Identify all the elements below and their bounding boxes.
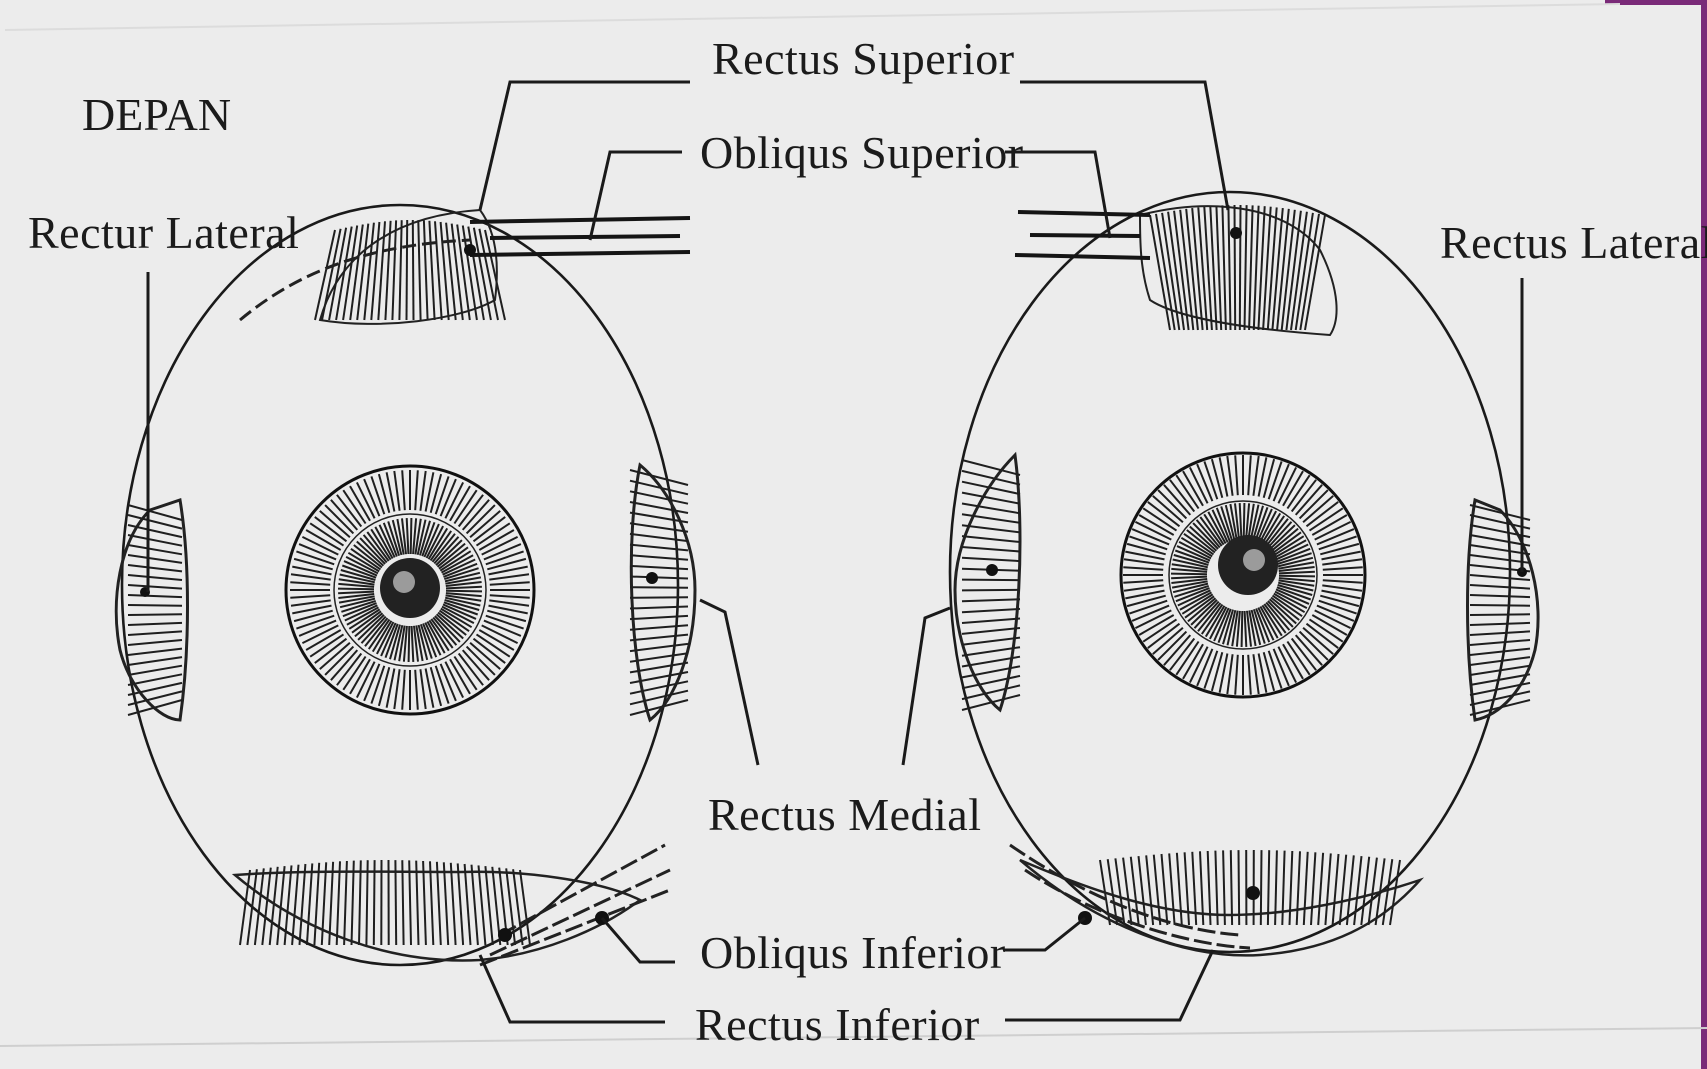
right-superior-dot <box>1230 227 1242 239</box>
left-medial-dot <box>646 572 658 584</box>
fiber-line <box>366 860 367 945</box>
left-pupil-speck <box>393 571 415 593</box>
fiber-line <box>962 580 1020 581</box>
left-inferior-dot <box>498 928 512 942</box>
label-rectus-medial: Rectus Medial <box>708 789 982 840</box>
label-rectus-superior: Rectus Superior <box>712 33 1015 84</box>
fiber-line <box>128 614 182 615</box>
label-rectur-lateral: Rectur Lateral <box>28 207 299 258</box>
fiber-line <box>1470 605 1530 606</box>
fiber-line <box>1470 614 1530 615</box>
fiber-line <box>409 626 410 662</box>
fiber-line <box>1261 850 1262 925</box>
fiber-line <box>1171 574 1207 575</box>
fiber-line <box>411 518 412 554</box>
purple-top-corner <box>1605 0 1707 5</box>
fiber-line <box>1268 850 1269 925</box>
right-pupil-speck <box>1243 549 1265 571</box>
label-obliqus-inferior: Obliqus Inferior <box>700 927 1006 978</box>
fiber-line <box>374 860 375 945</box>
right-inferior-dot <box>1246 886 1260 900</box>
right-iris <box>1121 453 1365 697</box>
fiber-line <box>395 860 396 945</box>
fiber-line <box>962 590 1020 591</box>
purple-edge-bar <box>1701 0 1707 1069</box>
fiber-line <box>402 860 403 945</box>
fiber-line <box>630 597 688 598</box>
fiber-line <box>1279 576 1315 577</box>
label-rectus-lateral: Rectus Lateral <box>1440 217 1707 268</box>
label-obliqus-superior: Obliqus Superior <box>700 127 1024 178</box>
label-rectus-inferior: Rectus Inferior <box>695 999 980 1050</box>
fiber-line <box>1242 611 1243 647</box>
fiber-line <box>1244 503 1245 539</box>
view-title: DEPAN <box>82 89 231 140</box>
fiber-line <box>1240 205 1241 330</box>
fiber-line <box>338 589 374 590</box>
left-superior-dot <box>464 244 476 256</box>
fiber-line <box>407 220 408 320</box>
left-iris <box>286 466 534 714</box>
fiber-line <box>1239 850 1240 925</box>
fiber-line <box>630 587 688 588</box>
fiber-line <box>1231 850 1232 925</box>
right-medial-dot <box>986 564 998 576</box>
fiber-line <box>1235 205 1236 330</box>
fiber-line <box>413 220 414 320</box>
fiber-line <box>446 591 482 592</box>
fiber-line <box>128 605 182 606</box>
